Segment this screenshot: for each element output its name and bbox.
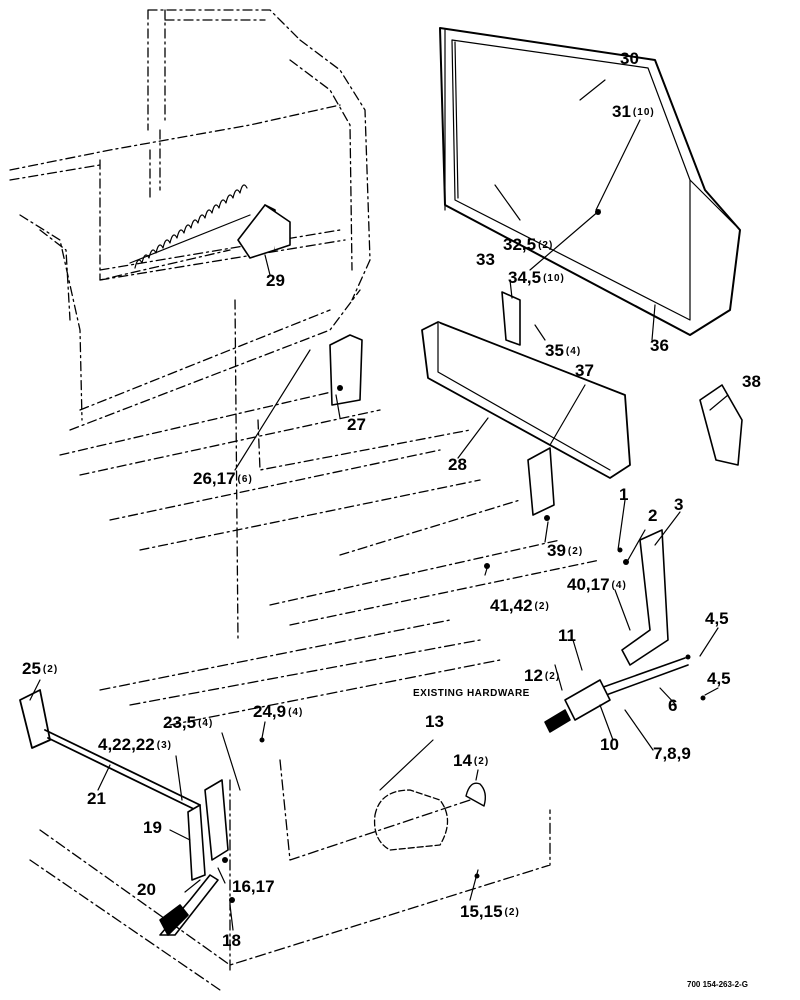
leader-lines xyxy=(29,79,729,931)
callout-28: 28 xyxy=(448,455,467,474)
bracket-37 xyxy=(527,447,555,516)
callout-21: 21 xyxy=(87,789,106,808)
callout-33: 33 xyxy=(476,250,495,269)
lower-frame xyxy=(29,619,551,991)
machine-frame xyxy=(9,9,601,641)
callout-24-9: 24,9(4) xyxy=(253,702,304,721)
callout-23-5: 23,5(4) xyxy=(163,713,214,732)
callout-32-5: 32,5(2) xyxy=(503,235,554,254)
callout-13: 13 xyxy=(425,712,444,731)
spring xyxy=(129,184,251,269)
panel-28 xyxy=(421,321,631,479)
callout-14: 14(2) xyxy=(453,751,490,770)
callout-4-5-lower: 4,5 xyxy=(707,669,731,688)
callout-29: 29 xyxy=(266,271,285,290)
callout-19: 19 xyxy=(143,818,162,837)
callout-2: 2 xyxy=(648,506,658,525)
callout-37: 37 xyxy=(575,361,594,380)
lever-19 xyxy=(159,779,229,936)
shield-30 xyxy=(439,27,741,336)
callout-4-22-22: 4,22,22(3) xyxy=(98,735,172,754)
callout-11: 11 xyxy=(558,626,576,645)
callout-34-5: 34,5(10) xyxy=(508,268,565,287)
callout-1: 1 xyxy=(619,485,629,504)
callout-15-15: 15,15(2) xyxy=(460,902,520,921)
bracket-38 xyxy=(699,384,743,466)
callout-31: 31(10) xyxy=(612,102,655,121)
callout-20: 20 xyxy=(137,880,156,899)
callout-36: 36 xyxy=(650,336,669,355)
callout-35: 35(4) xyxy=(545,341,582,360)
callout-27: 27 xyxy=(347,415,366,434)
callout-41-42: 41,42(2) xyxy=(490,596,550,615)
callout-30: 30 xyxy=(620,49,639,68)
lever-3 xyxy=(621,529,669,666)
knob-14 xyxy=(465,782,487,807)
shaft-6 xyxy=(544,657,689,733)
rod-21 xyxy=(19,689,201,813)
callout-38: 38 xyxy=(742,372,761,391)
callout-40-17: 40,17(4) xyxy=(567,575,627,594)
callout-18: 18 xyxy=(222,931,241,950)
drawing-number: 700 154-263-2-G xyxy=(687,980,748,989)
callout-6: 6 xyxy=(668,696,678,715)
bracket-33 xyxy=(501,291,521,346)
bracket-27 xyxy=(329,334,363,406)
existing-hardware-note: EXISTING HARDWARE xyxy=(413,688,530,699)
callout-4-5-upper: 4,5 xyxy=(705,609,729,628)
callout-7-8-9: 7,8,9 xyxy=(653,744,691,763)
callout-12: 12(2) xyxy=(524,666,561,685)
bracket-29 xyxy=(237,204,291,259)
tank xyxy=(373,789,449,851)
callout-3: 3 xyxy=(674,495,684,514)
callout-26-17: 26,17(6) xyxy=(193,469,253,488)
fasteners xyxy=(222,209,706,903)
callout-39: 39(2) xyxy=(547,541,584,560)
callout-25: 25(2) xyxy=(22,659,59,678)
callout-10: 10 xyxy=(600,735,619,754)
callout-16-17: 16,17 xyxy=(232,877,275,896)
